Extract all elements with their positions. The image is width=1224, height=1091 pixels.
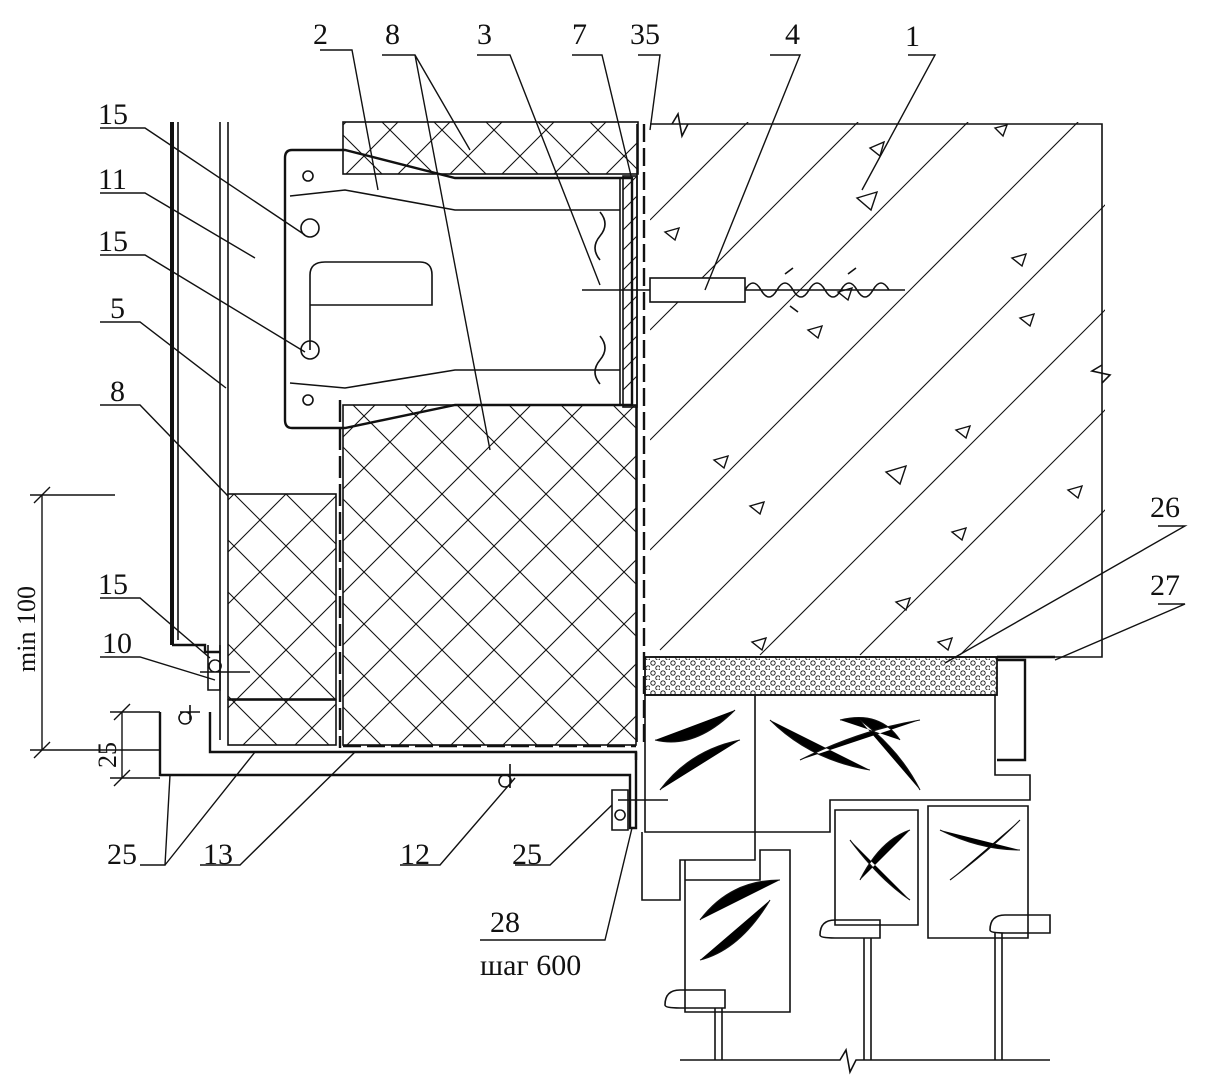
bottom-flashing-13 bbox=[158, 712, 638, 830]
anchor-4 bbox=[582, 267, 905, 313]
label-25-right: 25 bbox=[512, 838, 542, 871]
dimension-min-100: min 100 bbox=[12, 586, 41, 672]
insulation-8-left bbox=[227, 493, 337, 746]
label-10: 10 bbox=[102, 627, 132, 660]
insulation-8-main bbox=[338, 400, 637, 748]
dimension-lines bbox=[30, 486, 160, 787]
label-8-top: 8 bbox=[385, 18, 400, 51]
label-27: 27 bbox=[1150, 569, 1180, 602]
bracket-2 bbox=[283, 148, 634, 430]
label-15-c: 15 bbox=[98, 568, 128, 601]
label-15-b: 15 bbox=[98, 225, 128, 258]
label-2: 2 bbox=[313, 18, 328, 51]
label-11: 11 bbox=[98, 163, 127, 196]
leaders bbox=[100, 49, 1188, 941]
thermal-pad-7 bbox=[622, 175, 638, 408]
callout-labels: 1 2 3 4 5 7 8 8 10 11 12 13 15 15 15 25 … bbox=[98, 18, 1180, 939]
label-35: 35 bbox=[630, 18, 660, 51]
label-8-left: 8 bbox=[110, 375, 125, 408]
label-13: 13 bbox=[203, 838, 233, 871]
label-25-left: 25 bbox=[107, 838, 137, 871]
insulation-8-top bbox=[342, 121, 639, 175]
dimension-25: 25 bbox=[93, 742, 122, 768]
label-7: 7 bbox=[572, 18, 587, 51]
label-3: 3 bbox=[477, 18, 492, 51]
label-1: 1 bbox=[905, 20, 920, 53]
label-5: 5 bbox=[110, 292, 125, 325]
concrete-wall bbox=[650, 111, 1112, 658]
window-frame bbox=[641, 655, 1055, 1075]
label-26: 26 bbox=[1150, 491, 1180, 524]
membrane-35 bbox=[636, 124, 646, 742]
label-28: 28 bbox=[490, 906, 520, 939]
label-15-a: 15 bbox=[98, 98, 128, 131]
label-4: 4 bbox=[785, 18, 800, 51]
wood-grain bbox=[654, 709, 1021, 961]
fasteners bbox=[178, 645, 668, 831]
label-12: 12 bbox=[400, 838, 430, 871]
step-note: шаг 600 bbox=[480, 949, 581, 982]
